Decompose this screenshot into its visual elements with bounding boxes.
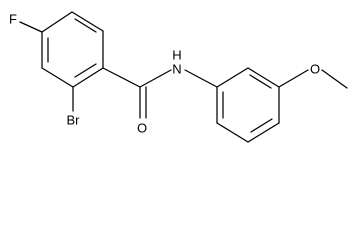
- c-f-bond: [19, 21, 43, 33]
- carbonyl-oxygen-label: O: [137, 120, 147, 135]
- right-ring-bond-2: [247, 67, 280, 88]
- fluorine-label: F: [9, 11, 17, 26]
- aryl-carbonyl-bond: [102, 67, 141, 88]
- ring-double-bond-inner-2: [74, 63, 97, 78]
- aryl-o-bond: [278, 69, 309, 88]
- molecule-drawing: F Br O N H O: [9, 11, 348, 143]
- bromine-label: Br: [67, 112, 81, 127]
- n-aryl-bond: [184, 69, 218, 88]
- o-methyl-bond: [321, 69, 348, 89]
- ring-bond-4: [72, 67, 104, 88]
- right-ring-bond-4: [247, 122, 280, 143]
- right-ring-double-bond-inner-1: [249, 74, 272, 89]
- ring-bond-1: [41, 11, 73, 33]
- methoxyphenyl-ring: [216, 67, 280, 143]
- nitrogen-hydrogen-label: H: [172, 47, 181, 62]
- ring-bond-5: [41, 67, 74, 88]
- ring-bond-2: [71, 11, 104, 32]
- fluorobenzene-ring: [41, 11, 104, 88]
- right-ring-double-bond-inner-2: [250, 118, 273, 133]
- methoxy-oxygen-label: O: [310, 61, 320, 76]
- chemical-structure: F Br O N H O: [9, 11, 348, 143]
- nitrogen-label: N: [172, 61, 181, 76]
- right-ring-bond-1: [216, 67, 249, 88]
- ring-double-bond-inner-1: [74, 18, 97, 33]
- carbonyl-n-bond: [139, 69, 172, 88]
- right-ring-bond-5: [216, 122, 249, 143]
